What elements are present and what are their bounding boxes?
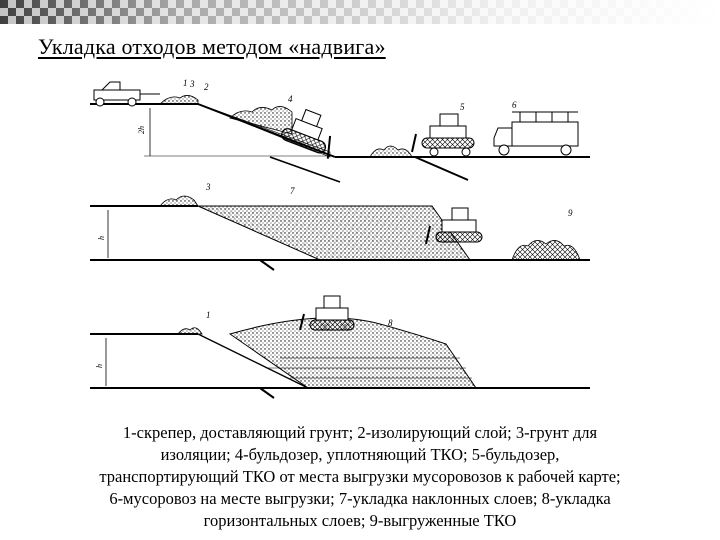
label-2: 2: [204, 82, 209, 92]
legend-caption: 1-скрепер, доставляющий грунт; 2-изолиру…: [30, 422, 690, 532]
label-1b: 1: [206, 310, 211, 320]
bulldozer-5: [411, 113, 475, 157]
label-3b: 3: [205, 182, 211, 192]
caption-line-5: горизонтальных слоев; 9-выгруженные ТКО: [203, 511, 517, 530]
label-1: 1: [183, 78, 188, 88]
panel-1: 1 3 2 4 5 6 2h: [90, 78, 590, 183]
landfill-diagram: 1 3 2 4 5 6 2h 3 7 9 h: [90, 78, 590, 399]
label-8: 8: [388, 318, 393, 328]
caption-line-2: изоляции; 4-бульдозер, уплотняющий ТКО; …: [160, 445, 560, 464]
label-9: 9: [568, 208, 573, 218]
label-4: 4: [288, 94, 293, 104]
dim-h-2: h: [95, 364, 104, 368]
bulldozer-panel-2: [425, 207, 483, 245]
label-3: 3: [189, 79, 195, 89]
bulldozer-4: [281, 108, 332, 159]
label-7: 7: [290, 186, 295, 196]
dim-2h: 2h: [137, 126, 146, 134]
caption-line-1: 1-скрепер, доставляющий грунт; 2-изолиру…: [122, 423, 598, 442]
caption-line-3: транспортирующий ТКО от места выгрузки м…: [99, 467, 621, 486]
label-6: 6: [512, 100, 517, 110]
garbage-truck-6: [493, 111, 579, 156]
dim-h-1: h: [97, 236, 106, 240]
panel-2: 3 7 9 h: [90, 182, 590, 271]
caption-line-4: 6-мусоровоз на месте выгрузки; 7-укладка…: [109, 489, 611, 508]
panel-3: 1 8 h: [90, 295, 590, 399]
slide-title: Укладка отходов методом «надвига»: [38, 34, 386, 59]
checkerboard-decoration: [0, 0, 720, 24]
bulldozer-panel-3: [299, 295, 355, 331]
label-5: 5: [460, 102, 465, 112]
scraper-1: [93, 81, 160, 107]
